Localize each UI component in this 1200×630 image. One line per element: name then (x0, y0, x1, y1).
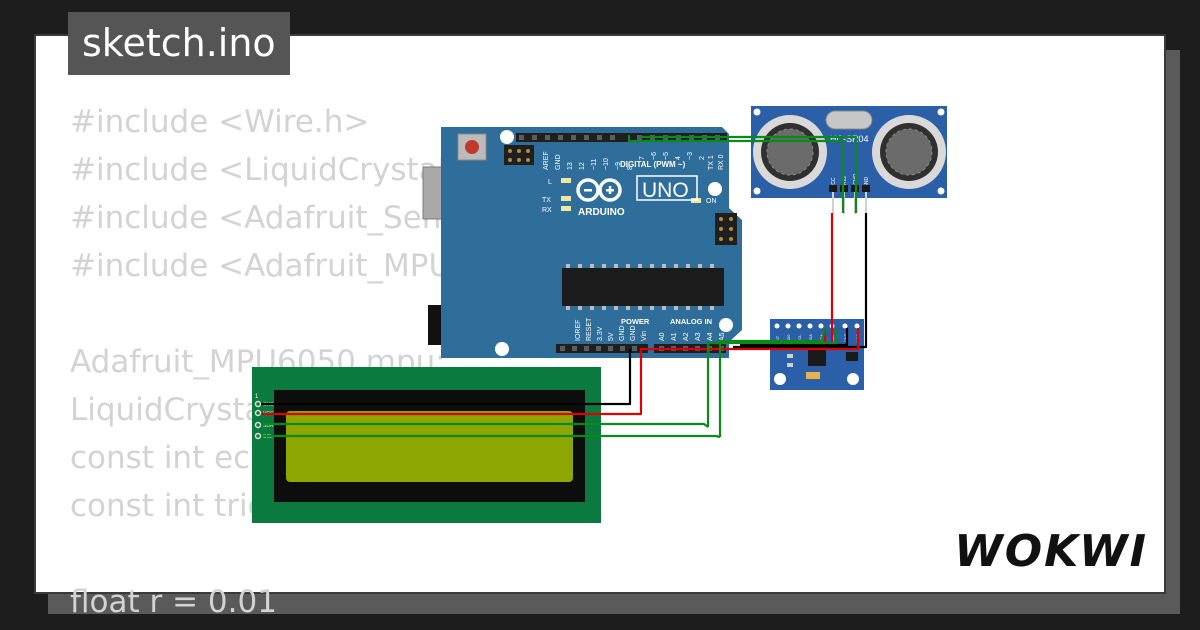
analog-pin-labels: A0 A1 A2 A3 A4 A5 (659, 332, 726, 341)
svg-text:A3: A3 (695, 332, 702, 341)
code-line: #include <Wire.h> (70, 104, 370, 140)
svg-text:RESET: RESET (586, 317, 593, 341)
svg-text:GND: GND (619, 325, 626, 341)
svg-text:GND: GND (630, 325, 637, 341)
ultrasonic-sensor-hc-sr04[interactable]: HC-SR04 VCC TRIG ECHO GND (751, 106, 947, 214)
capacitor (806, 372, 820, 379)
svg-text:A0: A0 (659, 332, 666, 341)
mount-hole (500, 130, 514, 144)
hcsr04-model-label: HC-SR04 (830, 134, 869, 144)
svg-text:AREF: AREF (543, 151, 550, 170)
atmega-chip (562, 268, 724, 306)
led-l-label: L (548, 179, 552, 186)
transducer-right-icon (872, 115, 946, 189)
digital-header-label: DIGITAL (PWM ~) (620, 160, 686, 169)
code-line: LiquidCrysta (70, 392, 264, 428)
digital-pin-header (516, 133, 727, 142)
svg-text:A5: A5 (719, 332, 726, 341)
svg-text:RX 0: RX 0 (718, 154, 725, 170)
led-rx-label: RX (542, 207, 552, 214)
logo-text: ARDUINO (578, 207, 625, 218)
filename-tab[interactable]: sketch.ino (68, 12, 290, 75)
mpu-chip (808, 348, 826, 366)
code-line: Adafruit_MPU6050 mpu; (70, 344, 446, 380)
svg-text:~5: ~5 (663, 152, 670, 160)
svg-text:4: 4 (675, 156, 682, 160)
arduino-uno-board[interactable]: AREF GND 13 12 ~11 ~10 ~9 8 7 ~6 ~5 4 ~3… (422, 127, 742, 358)
svg-text:A1: A1 (671, 332, 678, 341)
wokwi-logo: WOKWI (954, 526, 1148, 577)
svg-text:XDA: XDA (809, 334, 813, 342)
svg-text:GND: GND (864, 177, 870, 189)
svg-text:A4: A4 (707, 332, 714, 341)
digital-pin-labels: AREF GND 13 12 ~11 ~10 ~9 8 7 ~6 ~5 4 ~3… (543, 151, 725, 170)
svg-text:13: 13 (567, 162, 574, 170)
svg-text:INT: INT (776, 335, 780, 342)
svg-text:VCC: VCC (831, 177, 837, 188)
svg-text:XCL: XCL (798, 335, 802, 342)
analog-header-label: ANALOG IN (670, 317, 712, 326)
svg-text:A2: A2 (683, 332, 690, 341)
mount-hole (495, 342, 509, 356)
lcd-pin-sda: SDA (263, 423, 274, 429)
lcd-screen (286, 411, 573, 482)
svg-text:~10: ~10 (603, 158, 610, 170)
mount-hole (708, 182, 722, 196)
svg-text:12: 12 (579, 162, 586, 170)
wires (261, 135, 868, 439)
lcd-pin1-label: 1 (255, 394, 259, 400)
arduino-logo-icon (576, 178, 622, 202)
mount-hole (719, 318, 733, 332)
icsp-header-right (715, 213, 737, 245)
lcd-display[interactable]: 1 GND VCC SDA SCL (252, 367, 601, 523)
svg-text:~11: ~11 (591, 159, 598, 170)
power-pin-header (556, 344, 648, 353)
svg-text:TRIG: TRIG (842, 176, 848, 188)
code-line: float r = 0.01 (70, 584, 277, 620)
svg-text:Vin: Vin (641, 331, 648, 341)
power-header-label: POWER (621, 317, 650, 326)
svg-text:~3: ~3 (687, 152, 694, 160)
led-tx-label: TX (542, 197, 551, 204)
crystal-oscillator (825, 110, 873, 130)
svg-text:AD0: AD0 (787, 335, 791, 342)
svg-text:TX 1: TX 1 (708, 155, 715, 170)
svg-text:IOREF: IOREF (575, 320, 582, 341)
svg-text:5V: 5V (608, 332, 615, 341)
svg-text:8: 8 (627, 166, 634, 170)
svg-text:GND: GND (555, 154, 562, 170)
icsp-header-top (504, 145, 534, 165)
mpu6050-module[interactable]: INT AD0 XCL XDA SDA SCL GND VCC (770, 319, 864, 390)
model-label: UNO (642, 179, 689, 202)
svg-text:~9: ~9 (615, 162, 622, 170)
code-line: const int ech (70, 440, 270, 476)
svg-text:~6: ~6 (651, 152, 658, 160)
power-pin-labels: IOREF RESET 3.3V 5V GND GND Vin (575, 317, 648, 341)
led-on-label: ON (706, 198, 717, 205)
svg-text:7: 7 (639, 156, 646, 160)
svg-text:3.3V: 3.3V (597, 326, 604, 341)
uno-box (636, 175, 698, 201)
code-line: #include <Adafruit_MPU6 (70, 248, 471, 284)
transducer-left-icon (753, 115, 827, 189)
svg-text:2: 2 (699, 156, 706, 160)
